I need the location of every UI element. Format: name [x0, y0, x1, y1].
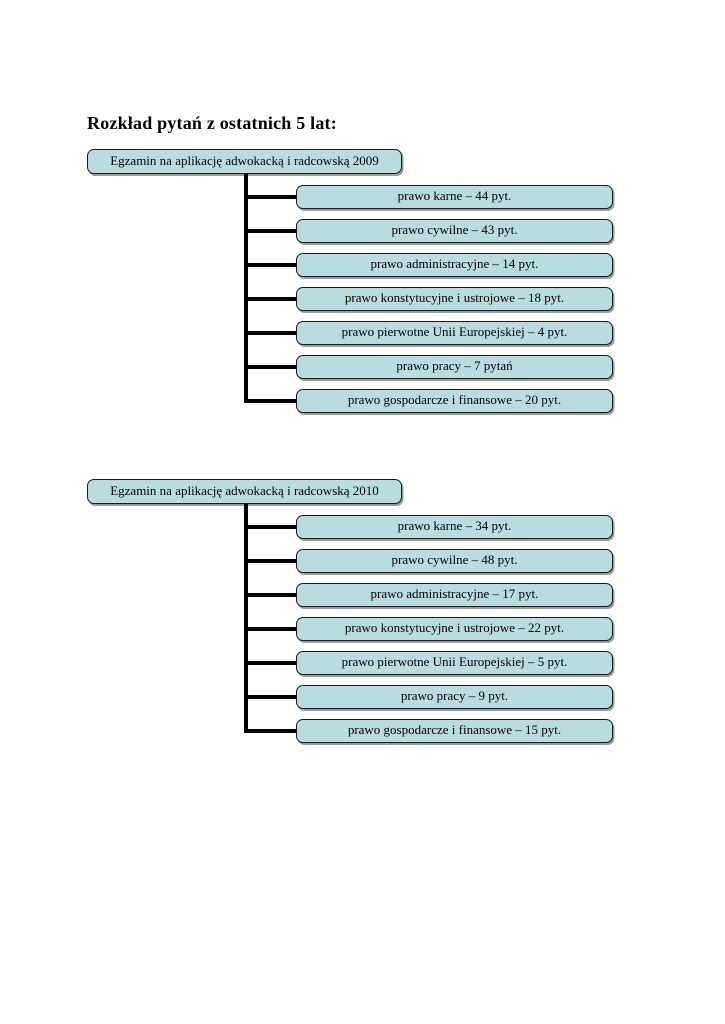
connector-stub — [245, 559, 297, 563]
child-box-prawo-karne: prawo karne – 44 pyt. — [296, 185, 613, 209]
child-box-prawo-karne: prawo karne – 34 pyt. — [296, 515, 613, 539]
child-box-prawo-cywilne: prawo cywilne – 43 pyt. — [296, 219, 613, 243]
child-box-prawo-pierwotne-ue: prawo pierwotne Unii Europejskiej – 4 py… — [296, 321, 613, 345]
child-box-prawo-administracyjne: prawo administracyjne – 17 pyt. — [296, 583, 613, 607]
connector-stub — [245, 297, 297, 301]
tree-root-box: Egzamin na aplikację adwokacką i radcows… — [87, 149, 402, 174]
child-box-prawo-konstytucyjne: prawo konstytucyjne i ustrojowe – 22 pyt… — [296, 617, 613, 641]
child-box-prawo-pierwotne-ue: prawo pierwotne Unii Europejskiej – 5 py… — [296, 651, 613, 675]
connector-stub — [245, 229, 297, 233]
connector-stub — [245, 695, 297, 699]
child-box-prawo-gospodarcze: prawo gospodarcze i finansowe – 15 pyt. — [296, 719, 613, 743]
connector-stub — [245, 627, 297, 631]
tree-exam-2009: Egzamin na aplikację adwokacką i radcows… — [0, 149, 725, 419]
connector-stub — [245, 729, 297, 733]
connector-stub — [245, 365, 297, 369]
child-box-prawo-pracy: prawo pracy – 9 pyt. — [296, 685, 613, 709]
child-box-prawo-pracy: prawo pracy – 7 pytań — [296, 355, 613, 379]
child-box-prawo-administracyjne: prawo administracyjne – 14 pyt. — [296, 253, 613, 277]
child-box-prawo-konstytucyjne: prawo konstytucyjne i ustrojowe – 18 pyt… — [296, 287, 613, 311]
tree-exam-2010: Egzamin na aplikację adwokacką i radcows… — [0, 479, 725, 749]
page-title: Rozkład pytań z ostatnich 5 lat: — [87, 113, 337, 133]
connector-trunk — [244, 174, 248, 403]
connector-stub — [245, 399, 297, 403]
connector-stub — [245, 195, 297, 199]
connector-stub — [245, 331, 297, 335]
tree-root-box: Egzamin na aplikację adwokacką i radcows… — [87, 479, 402, 504]
connector-stub — [245, 263, 297, 267]
child-box-prawo-cywilne: prawo cywilne – 48 pyt. — [296, 549, 613, 573]
child-box-prawo-gospodarcze: prawo gospodarcze i finansowe – 20 pyt. — [296, 389, 613, 413]
connector-stub — [245, 593, 297, 597]
connector-stub — [245, 525, 297, 529]
connector-stub — [245, 661, 297, 665]
connector-trunk — [244, 504, 248, 733]
